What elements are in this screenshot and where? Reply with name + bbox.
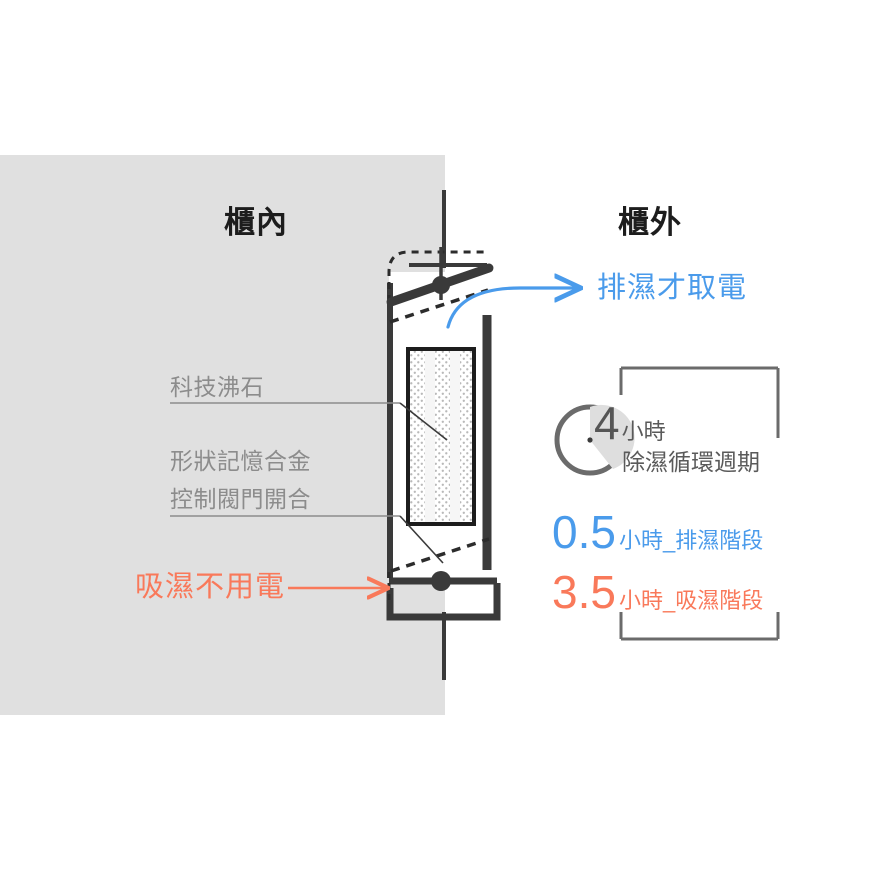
- top-valve-dashed-path: [389, 288, 489, 324]
- exhaust-phase-group: 0.5 小時_排濕階段: [552, 509, 763, 555]
- zeolite-block: [406, 347, 476, 526]
- callout-absorb-no-power: 吸濕不用電: [135, 571, 286, 603]
- cycle-total-caption: 除濕循環週期: [622, 449, 760, 475]
- callout-sma-line1: 形狀記憶合金: [170, 448, 311, 474]
- exhaust-phase-unit: 小時_排濕階段: [618, 528, 764, 553]
- absorb-phase-value: 3.5: [552, 566, 616, 618]
- absorb-phase-group: 3.5 小時_吸濕階段: [552, 569, 763, 615]
- pointer-zeolite: [399, 402, 448, 441]
- callout-sma-line2: 控制閥門開合: [170, 486, 311, 512]
- cycle-total-group: 4 小時: [594, 400, 666, 446]
- zeolite-stripe-2: [450, 351, 460, 522]
- bottom-valve-dashed-path: [390, 537, 490, 573]
- heading-outside: 櫃外: [618, 205, 682, 240]
- zeolite-stripe-1: [425, 351, 435, 522]
- bottom-valve-pivot: [431, 571, 451, 591]
- bottom-chamber-outline: [386, 583, 501, 621]
- cabinet-interior-panel: [0, 155, 445, 715]
- callout-exhaust-uses-power: 排濕才取電: [597, 272, 748, 304]
- exhaust-phase-value: 0.5: [552, 506, 616, 558]
- exhaust-arrow-blue: [446, 288, 578, 329]
- callout-zeolite: 科技沸石: [170, 374, 264, 400]
- device-top-dashed-shell: [387, 250, 488, 302]
- pie-clock-icon: [554, 404, 635, 476]
- heading-inside: 櫃內: [224, 205, 288, 240]
- cycle-total-value: 4: [594, 397, 620, 449]
- pointer-sma: [399, 515, 444, 564]
- cycle-total-unit: 小時: [621, 419, 666, 444]
- absorb-phase-unit: 小時_吸濕階段: [618, 588, 764, 613]
